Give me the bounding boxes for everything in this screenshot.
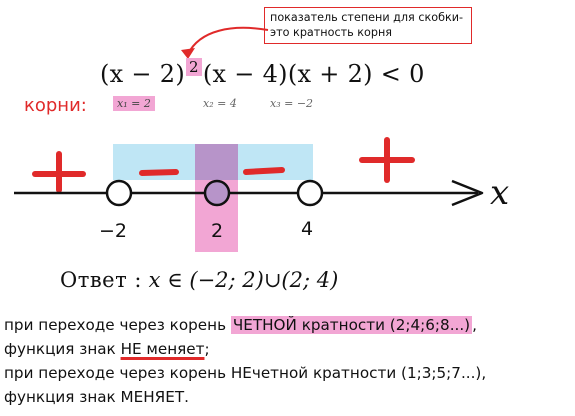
- axis-arrowhead: [451, 179, 484, 207]
- inequality-part-1: (x − 2): [100, 60, 185, 88]
- sign-minus-2: [243, 167, 285, 175]
- rules-text: при переходе через корень ЧЕТНОЙ кратнос…: [4, 313, 486, 409]
- root-x3: x₃ = −2: [270, 97, 314, 110]
- tick-label-minus-2: −2: [99, 220, 128, 242]
- callout-line-2: это кратность корня: [270, 26, 393, 39]
- root-x1: x₁ = 2: [113, 96, 155, 111]
- rule-line-4: функция знак МЕНЯЕТ.: [4, 388, 189, 406]
- rule-line-2-suffix: ;: [204, 340, 210, 358]
- sign-minus-1: [139, 169, 179, 176]
- rule-line-1-highlight: ЧЕТНОЙ кратности (2;4;6;8...): [230, 316, 473, 334]
- sign-plus-left: [32, 151, 86, 193]
- interval-shading-overlap: [195, 144, 238, 180]
- tick-label-4: 4: [301, 218, 314, 240]
- rule-line-2-prefix: функция знак: [4, 340, 121, 358]
- inequality-exponent: 2: [186, 58, 202, 76]
- rule-line-1-prefix: при переходе через корень: [4, 316, 231, 334]
- inequality-part-2: (x − 4)(x + 2) < 0: [202, 60, 425, 88]
- tick-label-2: 2: [211, 220, 224, 242]
- point-2: [203, 179, 231, 207]
- answer-expression: x ∈ (−2; 2)∪(2; 4): [148, 268, 339, 292]
- inequality: (x − 2)2(x − 4)(x + 2) < 0: [100, 58, 425, 88]
- rule-line-1: при переходе через корень ЧЕТНОЙ кратнос…: [4, 313, 486, 337]
- callout-box: показатель степени для скобки- это кратн…: [264, 7, 472, 44]
- rule-line-2-underlined: НЕ меняет: [120, 340, 205, 358]
- rule-line-2: функция знак НЕ меняет;: [4, 337, 486, 361]
- number-line: [14, 137, 484, 252]
- rule-line-1-suffix: ,: [472, 316, 477, 334]
- axis-variable-label: x: [490, 173, 510, 213]
- answer: Ответ : x ∈ (−2; 2)∪(2; 4): [60, 268, 338, 292]
- point-minus-2: [105, 179, 133, 207]
- answer-label: Ответ :: [60, 268, 142, 292]
- callout-line-1: показатель степени для скобки-: [270, 11, 464, 24]
- point-4: [296, 179, 324, 207]
- roots-label: корни:: [24, 95, 87, 116]
- callout-arrow: [181, 26, 269, 59]
- rule-line-3: при переходе через корень НЕчетной кратн…: [4, 364, 487, 382]
- root-x2: x₂ = 4: [203, 97, 237, 110]
- sign-plus-right: [359, 137, 415, 183]
